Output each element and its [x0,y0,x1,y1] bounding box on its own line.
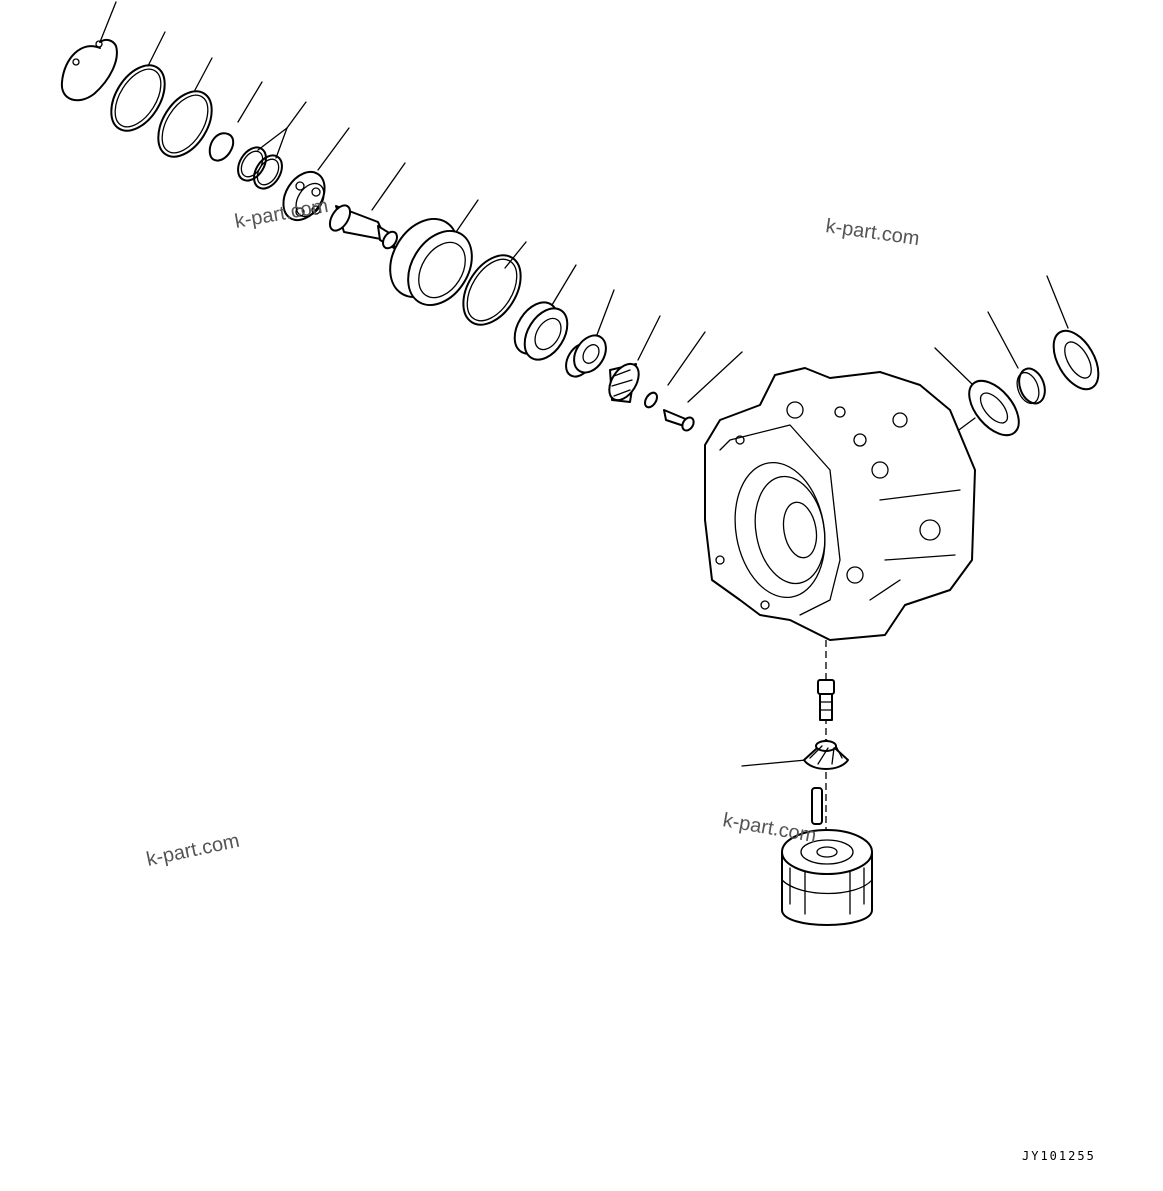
pump-housing [704,367,976,641]
watermark-1: k-part.com [233,195,330,233]
bearing-cage [389,217,473,307]
drawing-code: JY101255 [1022,1149,1096,1163]
leader-lines [99,1,1069,767]
roller-bearing [513,301,569,361]
lower-bolt [817,679,835,721]
o-ring-1 [110,64,166,132]
washer [644,391,658,409]
bevel-gear-small [608,362,640,403]
tapered-bearing-cup [1052,329,1100,391]
pin [811,787,823,825]
watermark-3: k-part.com [144,830,241,871]
o-ring-2 [157,90,213,158]
bearing-race [1016,367,1046,405]
o-ring-3 [462,254,522,326]
bolt [663,409,695,432]
thrust-plate [968,379,1020,437]
seal-ring-pair [237,146,283,190]
watermark-2: k-part.com [824,215,921,250]
ball-bearing-small [282,170,326,222]
snap-ring-small [208,132,235,162]
cylinder-block [781,829,873,926]
pinion-shaft [328,204,398,250]
snap-ring-large [60,38,118,102]
watermark-4: k-part.com [721,809,818,847]
bevel-gear-large [803,739,849,770]
spacer-collar [565,334,607,378]
